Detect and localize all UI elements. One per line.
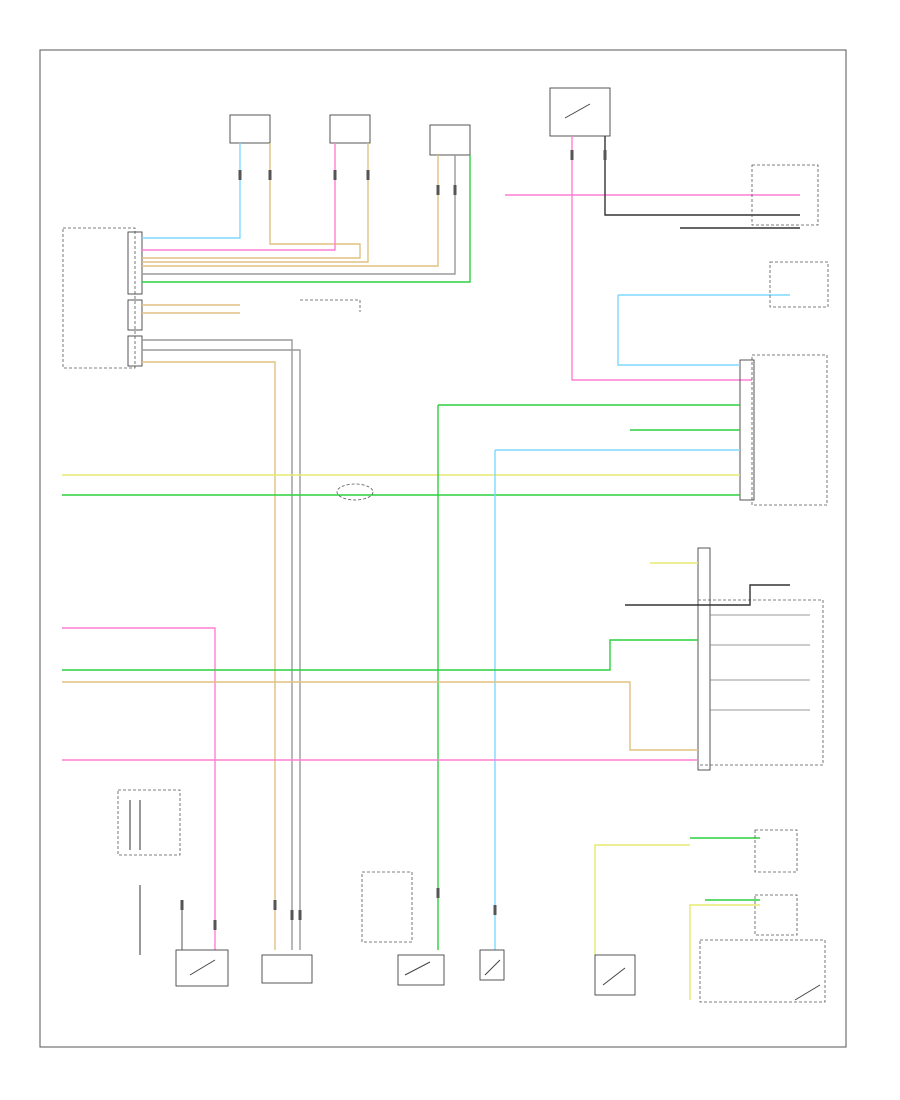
left-connector-middle <box>127 299 143 331</box>
connector-ticks <box>180 150 607 930</box>
wire-gray-down-a <box>142 339 293 950</box>
wire-green-sensor3c <box>142 155 471 283</box>
br-lower-switch <box>594 954 636 996</box>
top-right-feed <box>505 136 819 381</box>
switch-box-top-right <box>751 164 819 226</box>
left-connector-lower <box>127 335 143 367</box>
switch-2-box <box>261 954 313 984</box>
wire-black-bank <box>625 584 790 606</box>
left-connector-upper <box>127 231 143 295</box>
wire-tan-down <box>142 361 276 950</box>
left-module-connector <box>62 227 143 369</box>
wire-cyan-sensor1 <box>142 143 241 239</box>
br-connector-2 <box>754 894 798 936</box>
switch-bank-connector <box>697 547 711 771</box>
br-lower-blade <box>602 967 626 986</box>
sensor-2 <box>329 114 371 144</box>
wire-pink-down <box>571 136 752 381</box>
wire-pink-sensor2 <box>142 143 336 251</box>
wire-yellow-br-b <box>689 904 760 1000</box>
wire-cyan-door <box>617 295 740 366</box>
switch-bank-outline <box>697 599 824 766</box>
lock-switch-box <box>479 949 505 981</box>
wire-pink-lower <box>62 627 216 950</box>
wire-tan-sensor2 <box>142 143 369 263</box>
door-module-outline <box>751 354 828 506</box>
wire-yellow-br-a <box>594 844 690 955</box>
top-sensors <box>229 87 611 156</box>
right-switch-bank <box>625 547 824 771</box>
lower-bus <box>62 627 698 950</box>
sensor-1 <box>229 114 271 144</box>
br-connector-1 <box>754 829 798 873</box>
switch-1-box <box>175 949 229 987</box>
br-switch-blade <box>794 984 821 1001</box>
upper-right-switch-box <box>769 261 829 308</box>
wire-black-switch <box>604 136 800 216</box>
lock-switch-blade <box>484 959 501 976</box>
sensor-3 <box>429 124 471 156</box>
horizontal-bus <box>62 405 740 950</box>
bottom-center-components <box>361 871 505 986</box>
door-switch-blade <box>404 961 431 976</box>
switch-1-blade <box>189 959 216 976</box>
wire-gray-sensor3b <box>142 155 456 275</box>
left-module-outline <box>62 227 136 369</box>
wire-gray-down-b <box>142 349 301 950</box>
top-right-switch <box>549 87 611 137</box>
diagram-frame <box>39 49 847 1048</box>
ground-bracket <box>300 299 361 312</box>
switch-blade-top <box>564 103 591 119</box>
bottom-right-components <box>594 829 826 1003</box>
splice-marker <box>336 483 374 501</box>
lower-left-fuse-box <box>117 789 181 856</box>
bottom-left-components <box>117 789 313 987</box>
wire-tan-lower <box>62 681 698 751</box>
module-lower-wires <box>142 299 361 950</box>
top-sensor-wires <box>142 143 471 283</box>
center-switch-box <box>361 871 413 943</box>
wire-green-lower <box>62 639 698 671</box>
door-switch-box <box>397 954 445 986</box>
br-module-outline <box>699 939 826 1003</box>
wire-tan-sensor1 <box>142 143 361 259</box>
right-door-module <box>438 261 829 506</box>
